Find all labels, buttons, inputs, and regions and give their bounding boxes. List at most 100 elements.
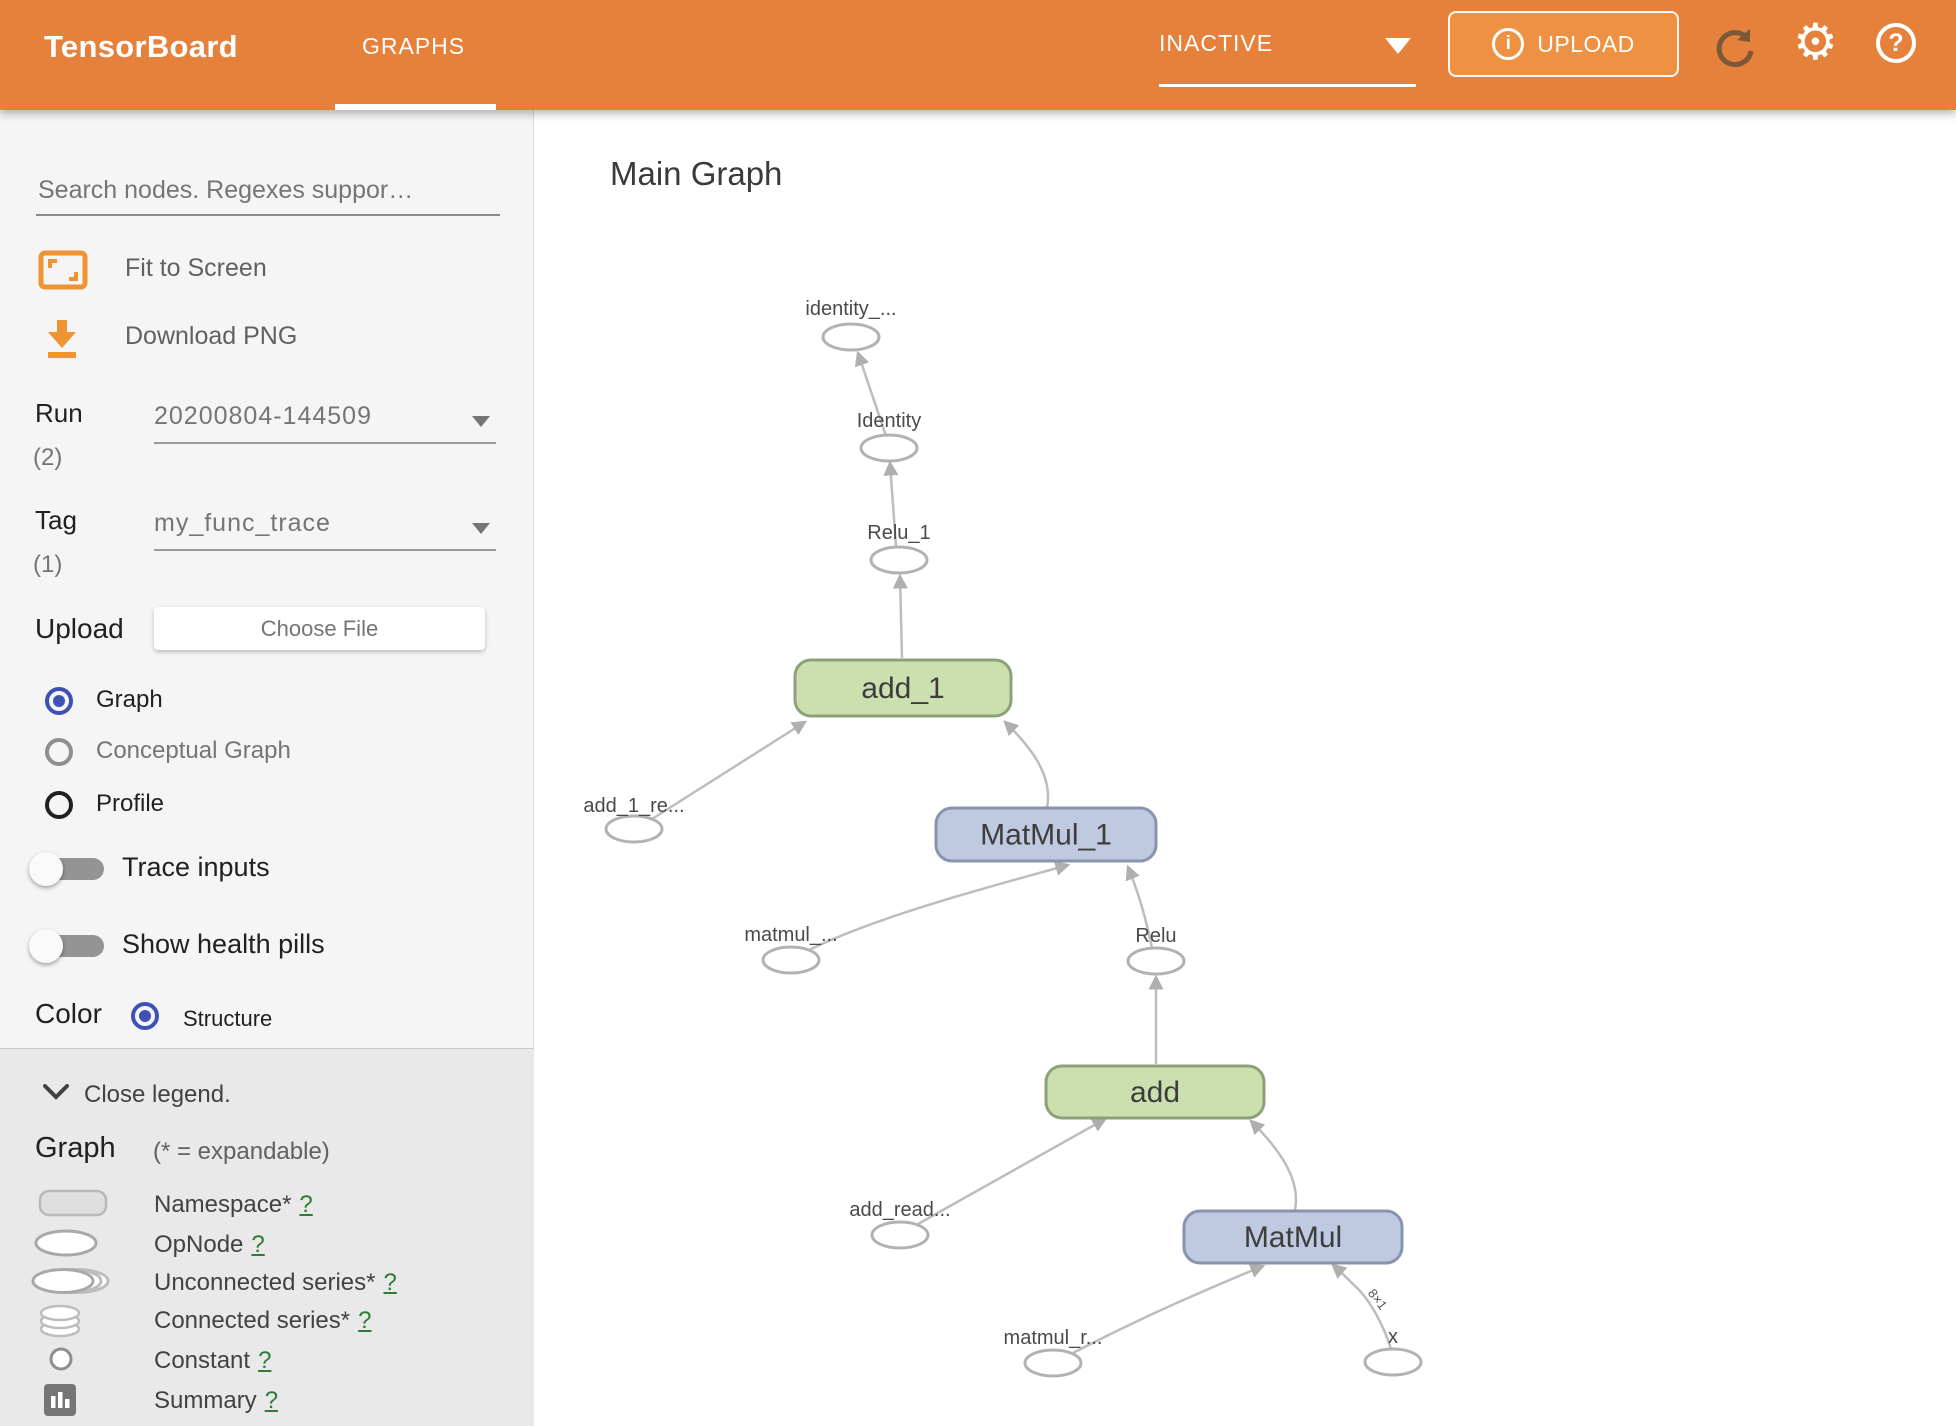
legend-item-label: Connected series*	[154, 1307, 351, 1334]
legend-item-unconnected-series: Unconnected series*?	[0, 1266, 534, 1302]
graph-node-Relu[interactable]: Relu	[1126, 925, 1186, 976]
search-input[interactable]	[36, 166, 500, 216]
graph-node-x[interactable]: x	[1363, 1326, 1423, 1377]
svg-text:MatMul_1: MatMul_1	[980, 819, 1112, 852]
graph-node-add_1_re[interactable]: add_1_re...	[583, 795, 685, 844]
graph-node-matmul_read[interactable]: matmul_r...	[1004, 1327, 1103, 1378]
svg-text:Identity: Identity	[857, 410, 921, 432]
choose-file-button[interactable]: Choose File	[154, 607, 485, 650]
legend-item-label: OpNode	[154, 1231, 244, 1258]
color-structure-radio[interactable]	[131, 1002, 159, 1030]
tag-select[interactable]: my_func_trace	[154, 509, 331, 537]
help-icon[interactable]: ?	[1876, 23, 1916, 63]
radio-graph[interactable]: Graph	[0, 684, 534, 718]
constant-icon	[48, 1346, 74, 1377]
svg-text:MatMul: MatMul	[1244, 1221, 1342, 1254]
svg-text:matmul_r...: matmul_r...	[1004, 1327, 1103, 1349]
legend-item-summary: Summary?	[0, 1384, 534, 1420]
fit-to-screen-label: Fit to Screen	[125, 254, 267, 282]
graph-node-Identity[interactable]: Identity	[857, 410, 921, 463]
chevron-down-icon[interactable]	[1385, 38, 1411, 54]
tensorboard-logo: TensorBoard	[44, 29, 238, 64]
refresh-icon[interactable]	[1712, 25, 1758, 76]
namespace-help-link[interactable]: ?	[299, 1191, 313, 1218]
tag-select-underline	[154, 549, 496, 551]
opnode-icon	[32, 1228, 100, 1263]
radio-unselected-icon	[45, 791, 73, 819]
graph-node-Relu_1[interactable]: Relu_1	[867, 522, 931, 575]
summary-help-link[interactable]: ?	[264, 1387, 279, 1414]
toggle-knob	[29, 929, 63, 963]
connected-series-help-link[interactable]: ?	[358, 1307, 372, 1334]
radio-selected-icon	[45, 687, 73, 715]
unconnected-series-help-link[interactable]: ?	[383, 1269, 397, 1296]
trace-inputs-toggle[interactable]: Trace inputs	[0, 845, 534, 893]
radio-profile[interactable]: Profile	[0, 788, 534, 822]
graph-node-MatMul_1[interactable]: MatMul_1	[934, 806, 1158, 863]
chevron-down-icon	[43, 1084, 69, 1105]
active-tab-underline	[335, 104, 496, 110]
radio-profile-label: Profile	[96, 790, 165, 817]
graph-node-matmul_read1[interactable]: matmul_...	[744, 924, 838, 975]
sidebar: Fit to Screen Download PNG Run (2) 20200…	[0, 110, 534, 1426]
opnode-help-link[interactable]: ?	[251, 1231, 265, 1258]
radio-graph-label: Graph	[96, 686, 163, 713]
status-dropdown-underline	[1159, 84, 1416, 87]
graph-node-MatMul[interactable]: MatMul	[1182, 1209, 1404, 1265]
close-legend-label: Close legend.	[84, 1081, 231, 1108]
legend-expandable-note: (* = expandable)	[153, 1138, 330, 1165]
summary-icon	[44, 1384, 76, 1421]
graph-node-add_1[interactable]: add_1	[793, 658, 1013, 718]
legend-item-opnode: OpNode?	[0, 1228, 534, 1264]
svg-text:x: x	[1388, 1326, 1398, 1348]
close-legend-button[interactable]: Close legend.	[0, 1079, 534, 1115]
fit-to-screen-button[interactable]: Fit to Screen	[0, 250, 534, 294]
upload-button[interactable]: i UPLOAD	[1448, 11, 1679, 77]
legend-item-constant: Constant?	[0, 1344, 534, 1380]
run-select-underline	[154, 442, 496, 444]
show-health-pills-toggle[interactable]: Show health pills	[0, 922, 534, 970]
legend-item-connected-series: Connected series*?	[0, 1304, 534, 1340]
svg-text:matmul_...: matmul_...	[744, 924, 837, 946]
legend-heading: Graph	[35, 1132, 116, 1164]
constant-help-link[interactable]: ?	[258, 1347, 272, 1374]
app-bar: TensorBoard GRAPHS INACTIVE i UPLOAD ⚙ ?	[0, 0, 1956, 110]
svg-text:add_1: add_1	[861, 672, 944, 705]
show-health-pills-label: Show health pills	[122, 929, 325, 959]
info-icon: i	[1492, 28, 1525, 60]
trace-inputs-label: Trace inputs	[122, 852, 270, 882]
tag-select-caret-icon[interactable]	[472, 523, 490, 534]
namespace-icon	[38, 1189, 108, 1222]
svg-text:add: add	[1130, 1076, 1180, 1109]
svg-text:Relu: Relu	[1135, 925, 1176, 947]
run-select-caret-icon[interactable]	[472, 416, 490, 427]
connected-series-icon	[38, 1304, 82, 1343]
upload-label: Upload	[35, 613, 124, 644]
legend-item-label: Namespace*	[154, 1191, 292, 1218]
svg-text:Relu_1: Relu_1	[867, 522, 930, 544]
download-png-button[interactable]: Download PNG	[0, 318, 534, 362]
legend-item-label: Summary	[154, 1387, 257, 1414]
legend-item-label: Constant	[154, 1347, 251, 1374]
svg-text:add_1_re...: add_1_re...	[583, 795, 684, 817]
radio-conceptual-graph[interactable]: Conceptual Graph	[0, 735, 534, 769]
graph-node-identity_out[interactable]: identity_...	[805, 298, 897, 352]
graph-node-add[interactable]: add	[1044, 1064, 1266, 1120]
run-label: Run	[35, 398, 83, 428]
unconnected-series-icon	[30, 1267, 112, 1300]
status-dropdown[interactable]: INACTIVE	[1159, 30, 1274, 56]
run-select[interactable]: 20200804-144509	[154, 402, 372, 430]
run-count: (2)	[33, 444, 63, 471]
radio-conceptual-graph-label: Conceptual Graph	[96, 737, 291, 764]
fit-to-screen-icon	[38, 250, 88, 295]
tag-count: (1)	[33, 551, 63, 578]
color-label: Color	[35, 998, 102, 1029]
tab-graphs[interactable]: GRAPHS	[362, 33, 466, 59]
gear-icon[interactable]: ⚙	[1793, 14, 1838, 70]
download-icon	[43, 318, 81, 365]
upload-button-label: UPLOAD	[1537, 30, 1635, 57]
radio-unselected-icon	[45, 738, 73, 766]
graph-node-add_read[interactable]: add_read...	[849, 1199, 951, 1250]
tag-label: Tag	[35, 505, 77, 535]
